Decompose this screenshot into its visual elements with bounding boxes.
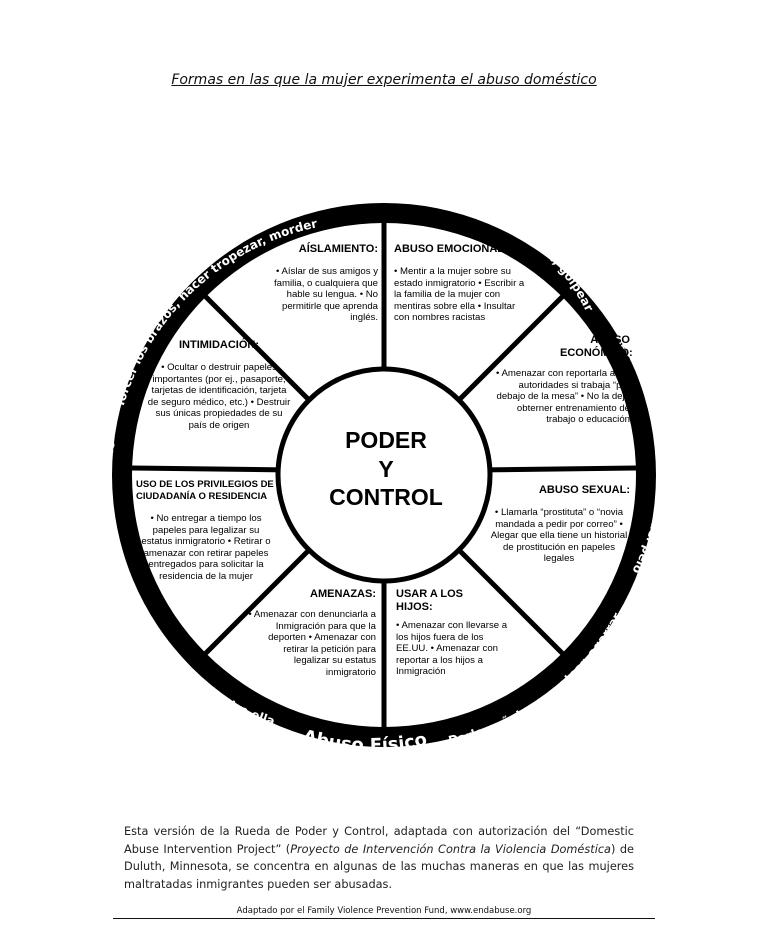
section-economico: ABUSO ECONÓMICO: • Amenazar con reportar… <box>490 334 633 426</box>
section-heading: ABUSO EMOCIONAL: <box>394 243 508 255</box>
footer-credit: Adaptado por el Family Violence Preventi… <box>236 906 532 916</box>
section-body: • Ocultar o destruir papeles importantes… <box>147 362 291 431</box>
section-sexual: ABUSO SEXUAL: • Llamarla “prostituta” o … <box>488 484 630 565</box>
section-heading: USAR A LOS HIJOS: <box>396 588 464 613</box>
center-line1: PODER <box>345 427 427 453</box>
section-body: • Amenazar con llevarse a los hijos fuer… <box>396 620 508 678</box>
rim-label-top: Abuso Físico <box>317 163 451 194</box>
section-heading: ABUSO ECONÓMICO: <box>560 334 633 359</box>
section-amenazas: AMENAZAS: • Amenazar con denunciarla a I… <box>246 588 376 679</box>
section-body: • Amenazar con reportarla a las autorida… <box>495 368 630 426</box>
section-aislamiento: AÍSLAMIENTO: • Aíslar de sus amigos y fa… <box>256 243 378 324</box>
section-intimidacion: INTIMIDACIÓN: • Ocultar o destruir papel… <box>146 339 292 432</box>
section-body: • Mentir a la mujer sobre su estado inmi… <box>394 266 525 324</box>
section-body: • Aíslar de sus amigos y familia, o cual… <box>274 266 378 324</box>
credit-part1: Esta versión de la Rueda de Poder y Cont… <box>124 825 634 856</box>
section-emocional: ABUSO EMOCIONAL: • Mentir a la mujer sob… <box>394 243 532 324</box>
section-heading: AÍSLAMIENTO: <box>298 243 378 255</box>
section-hijos: USAR A LOS HIJOS: • Amenazar con llevars… <box>396 588 516 678</box>
section-body: • No entregar a tiempo los papeles para … <box>141 513 271 582</box>
credit-paragraph: Esta versión de la Rueda de Poder y Cont… <box>124 823 634 893</box>
footer-rule <box>113 918 655 919</box>
section-privilegios: USO DE LOS PRIVILEGIOS DE CIUDADANÍA O R… <box>136 479 276 583</box>
center-line2: Y <box>378 456 393 482</box>
center-hub: PODER Y CONTROL <box>275 366 493 584</box>
section-heading: AMENAZAS: <box>310 588 376 600</box>
center-line3: CONTROL <box>329 484 443 510</box>
page-title: Formas en las que la mujer experimenta e… <box>171 72 597 88</box>
credit-italic: Proyecto de Intervención Contra la Viole… <box>290 842 611 856</box>
credit-part2: ) de Duluth, Minnesota, se concentra en … <box>124 842 634 891</box>
spokes <box>131 222 637 727</box>
power-control-wheel: PODER Y CONTROL Abuso Físico Empujar, ti… <box>112 163 656 747</box>
section-heading: USO DE LOS PRIVILEGIOS DE CIUDADANÍA O R… <box>136 479 274 502</box>
section-body: • Amenazar con denunciarla a Inmigración… <box>248 609 376 678</box>
section-heading: INTIMIDACIÓN: <box>178 339 260 351</box>
svg-text:Abuso Físico: Abuso Físico <box>317 163 451 194</box>
section-heading: ABUSO SEXUAL: <box>538 484 630 496</box>
section-body: • Llamarla “prostituta” o “novia mandada… <box>490 507 628 565</box>
